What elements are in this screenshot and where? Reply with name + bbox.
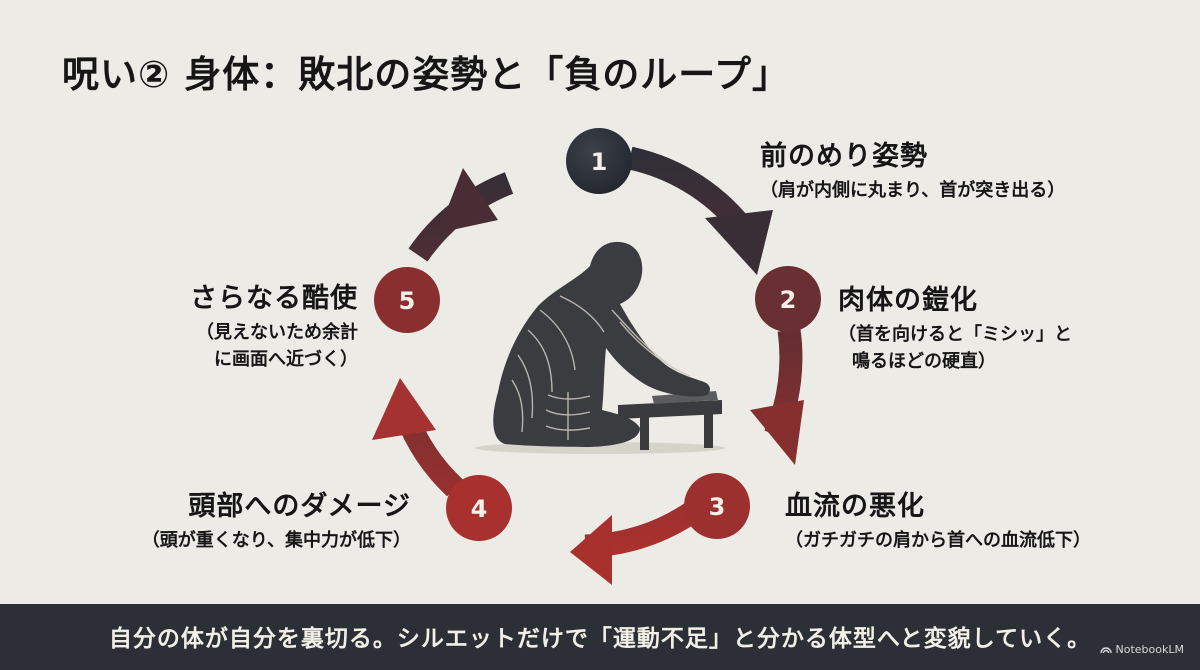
step-5-heading: さらなる酷使 bbox=[190, 283, 358, 314]
step-2-detail-line-1: （首を向けると「ミシッ」と bbox=[838, 324, 1072, 345]
step-5-detail-line-2: に画面へ近づく） bbox=[214, 349, 358, 370]
node-4: 4 bbox=[446, 475, 512, 541]
step-1-detail: （肩が内側に丸まり、首が突き出る） bbox=[760, 180, 1066, 201]
step-3-heading: 血流の悪化 bbox=[785, 491, 925, 522]
node-3: 3 bbox=[684, 473, 750, 539]
footer-banner: 自分の体が自分を裏切る。シルエットだけで「運動不足」と分かる体型へと変貌していく… bbox=[0, 604, 1200, 670]
step-1-label: 前のめり姿勢 （肩が内側に丸まり、首が突き出る） bbox=[760, 134, 1065, 204]
step-5-label: さらなる酷使 （見えないため余計 に画面へ近づく） bbox=[190, 276, 358, 373]
step-3-label: 血流の悪化 （ガチガチの肩から首への血流低下） bbox=[785, 484, 1091, 554]
node-1-number: 1 bbox=[591, 148, 608, 176]
footer-text: 自分の体が自分を裏切る。シルエットだけで「運動不足」と分かる体型へと変貌していく… bbox=[108, 626, 1092, 652]
step-2-detail-line-2: 鳴るほどの硬直） bbox=[852, 351, 996, 372]
step-4-heading: 頭部へのダメージ bbox=[188, 491, 411, 522]
step-4-label: 頭部へのダメージ （頭が重くなり、集中力が低下） bbox=[142, 484, 411, 554]
node-2-number: 2 bbox=[780, 286, 797, 314]
arrowhead-to-2 bbox=[705, 210, 773, 275]
notebooklm-icon bbox=[1099, 645, 1112, 654]
step-3-detail: （ガチガチの肩から首への血流低下） bbox=[785, 530, 1091, 551]
node-5-number: 5 bbox=[399, 287, 416, 315]
node-2: 2 bbox=[755, 266, 821, 332]
node-1: 1 bbox=[566, 128, 632, 194]
hunched-figure-illustration bbox=[475, 241, 725, 454]
step-4-detail: （頭が重くなり、集中力が低下） bbox=[141, 530, 411, 551]
cycle-diagram: 1 2 3 4 5 bbox=[372, 128, 821, 585]
step-2-label: 肉体の鎧化 （首を向けると「ミシッ」と 鳴るほどの硬直） bbox=[838, 278, 1072, 375]
step-2-heading: 肉体の鎧化 bbox=[838, 285, 978, 316]
watermark-text: NotebookLM bbox=[1115, 643, 1184, 656]
step-5-detail-line-1: （見えないため余計 bbox=[196, 322, 358, 343]
page-title: 呪い② 身体：敗北の姿勢と「負のループ」 bbox=[62, 53, 790, 96]
step-1-heading: 前のめり姿勢 bbox=[760, 141, 928, 172]
watermark: NotebookLM bbox=[1099, 643, 1184, 656]
arrowhead-to-4 bbox=[570, 515, 612, 585]
arrowhead-to-1 bbox=[438, 168, 498, 233]
arrowhead-to-5 bbox=[372, 378, 436, 440]
node-3-number: 3 bbox=[709, 493, 726, 521]
arrowhead-to-3 bbox=[750, 400, 804, 465]
node-4-number: 4 bbox=[471, 495, 488, 523]
node-5: 5 bbox=[374, 267, 440, 333]
